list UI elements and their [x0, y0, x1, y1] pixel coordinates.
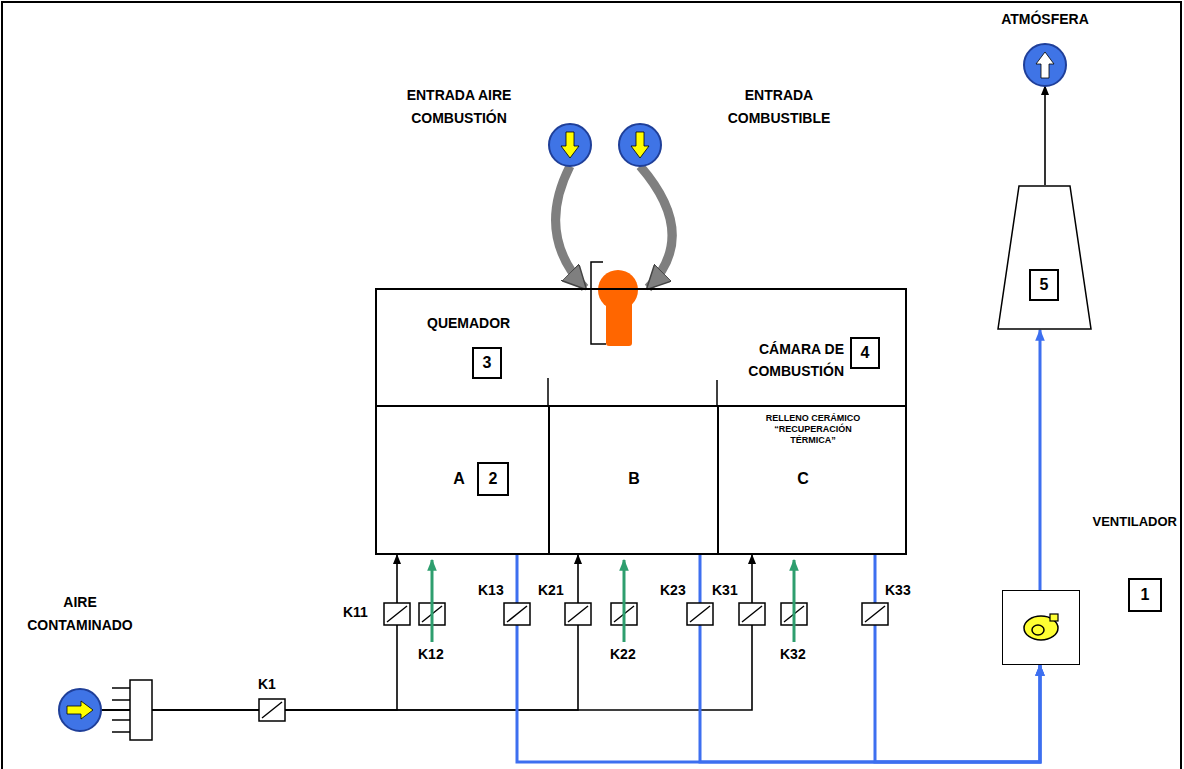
flow-line: [1044, 86, 1046, 185]
node-label: B: [622, 469, 646, 489]
valve-label: K1: [258, 676, 276, 692]
valve-label: K21: [538, 582, 564, 598]
callout-number: 2: [489, 470, 498, 488]
valve-label: K22: [610, 646, 636, 662]
fan-box: VENTILADOR: [1002, 590, 1080, 665]
chimney-outline: [997, 185, 1092, 330]
node-label: ATMÓSFERA: [984, 10, 1106, 28]
exhaust-pipe: [1039, 330, 1042, 590]
outlet-circle: ATMÓSFERA: [1024, 44, 1066, 86]
inlet-circle: AIRE CONTAMINADO: [59, 689, 101, 731]
node-label: AIRE CONTAMINADO: [17, 591, 143, 637]
feed-arrow: [556, 166, 585, 288]
chimney-shape: [998, 186, 1091, 329]
node-label: QUEMADOR: [427, 314, 547, 332]
chamber-dividers: [548, 378, 717, 405]
node-label: A: [447, 469, 471, 489]
valve-label: K13: [478, 582, 504, 598]
ceramic-bed: B: [548, 405, 719, 555]
node-label: C: [791, 469, 815, 489]
valve-label: K11: [343, 604, 368, 620]
callout-number: 1: [1128, 578, 1162, 612]
exhaust-pipe: [875, 555, 1040, 762]
ceramic-bed: RELLENO CERÁMICO “RECUPERACIÓN TÉRMICA” C: [717, 405, 907, 555]
valve-label: K33: [885, 582, 911, 598]
node-label: CÁMARA DE COMBUSTIÓN: [742, 338, 844, 382]
callout-number: 1: [1141, 586, 1150, 604]
purge-arrows: [432, 560, 794, 642]
burner-symbol: [591, 262, 638, 346]
valve-label: K12: [418, 646, 444, 662]
node-label: 5: [1029, 269, 1059, 301]
node-label: ENTRADA AIRE COMBUSTIÓN: [379, 84, 539, 130]
exhaust-pipe: [517, 555, 1040, 762]
feed-arrow: [640, 166, 672, 288]
flow-line: [101, 555, 752, 710]
callout-number: 2: [477, 462, 509, 496]
flow-line: [101, 555, 578, 710]
fan-symbol: [1024, 614, 1058, 640]
valve-label: K31: [712, 582, 738, 598]
callout-number: 3: [472, 347, 502, 379]
node-label: ENTRADA COMBUSTIBLE: [714, 84, 844, 130]
chimney-stack: 5: [997, 185, 1092, 330]
port-circles: [59, 44, 1066, 731]
ceramic-bed: A2: [375, 405, 550, 555]
valve-label: K32: [780, 646, 806, 662]
callout-number: 4: [850, 337, 880, 369]
exhaust-pipe: [700, 555, 1040, 762]
callout-number: 4: [861, 344, 870, 362]
callout-number: 3: [483, 354, 492, 372]
inlet-circle: ENTRADA AIRE COMBUSTIÓN: [549, 124, 591, 166]
combustion-chamber: QUEMADOR CÁMARA DE COMBUSTIÓN 3 4: [375, 288, 907, 407]
valve-label: K23: [660, 582, 686, 598]
node-label: VENTILADOR: [1081, 513, 1177, 531]
inlet-manifold: [112, 680, 152, 740]
inlet-circle: ENTRADA COMBUSTIBLE: [619, 124, 661, 166]
node-label: RELLENO CERÁMICO “RECUPERACIÓN TÉRMICA”: [757, 413, 869, 446]
